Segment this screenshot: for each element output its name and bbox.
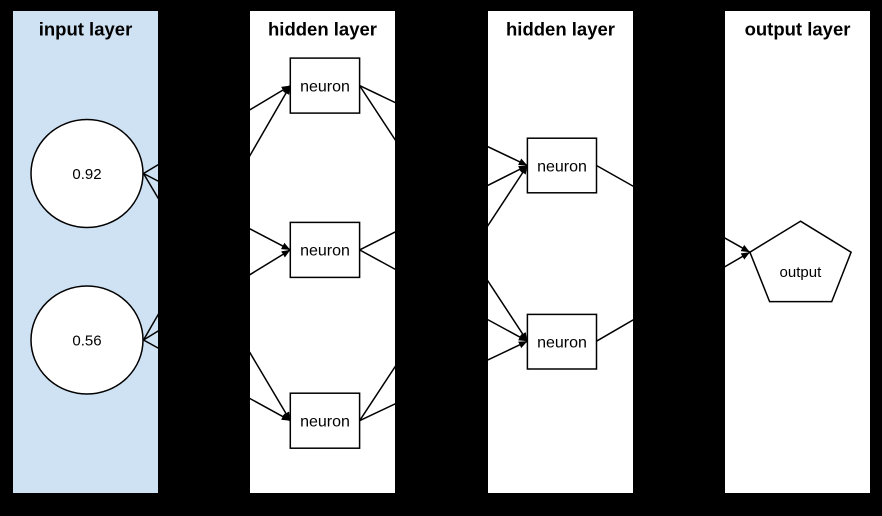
node-hidden2-2 (526, 313, 598, 370)
node-hidden1-1-label: neuron (300, 78, 350, 95)
edge-input1-hidden1-1 (143, 84, 291, 175)
node-hidden1-2 (289, 221, 361, 279)
edge-input1-hidden1-3 (142, 173, 291, 422)
title-hidden-layer-1: hidden layer (268, 19, 377, 40)
edge-hidden1-1-hidden2-1 (359, 84, 528, 167)
node-hidden1-2-label: neuron (300, 243, 350, 260)
node-input-1-label: 0.92 (72, 166, 101, 183)
node-output (748, 220, 853, 303)
node-hidden2-2-label: neuron (537, 335, 587, 352)
node-hidden1-3-label: neuron (300, 414, 350, 431)
edge-hidden2-1-output (596, 164, 751, 253)
edge-hidden1-2-hidden2-2 (359, 249, 528, 342)
node-hidden1-1 (289, 57, 361, 114)
edge-hidden1-1-hidden2-2 (358, 85, 529, 342)
title-output-layer: output layer (745, 19, 851, 40)
edge-hidden1-3-hidden2-1 (358, 165, 529, 422)
edge-hidden2-2-output (596, 251, 751, 342)
node-hidden1-3 (289, 392, 361, 449)
node-input-2-label: 0.56 (72, 333, 101, 350)
panel-hidden-layer-2 (488, 11, 633, 493)
edge-input2-hidden1-1 (142, 85, 291, 341)
edge-hidden1-2-hidden2-1 (359, 164, 528, 251)
node-hidden2-1-label: neuron (537, 158, 587, 175)
edge-input2-hidden1-3 (143, 339, 291, 422)
title-hidden-layer-2: hidden layer (506, 19, 615, 40)
node-hidden2-1 (526, 137, 598, 194)
node-input-1 (30, 118, 144, 229)
edge-hidden1-3-hidden2-2 (359, 340, 528, 422)
title-input-layer: input layer (39, 19, 133, 40)
panel-input-layer (13, 11, 158, 493)
edge-input2-hidden1-2 (143, 249, 291, 341)
node-output-label: output (780, 264, 823, 281)
node-input-2 (30, 285, 144, 395)
